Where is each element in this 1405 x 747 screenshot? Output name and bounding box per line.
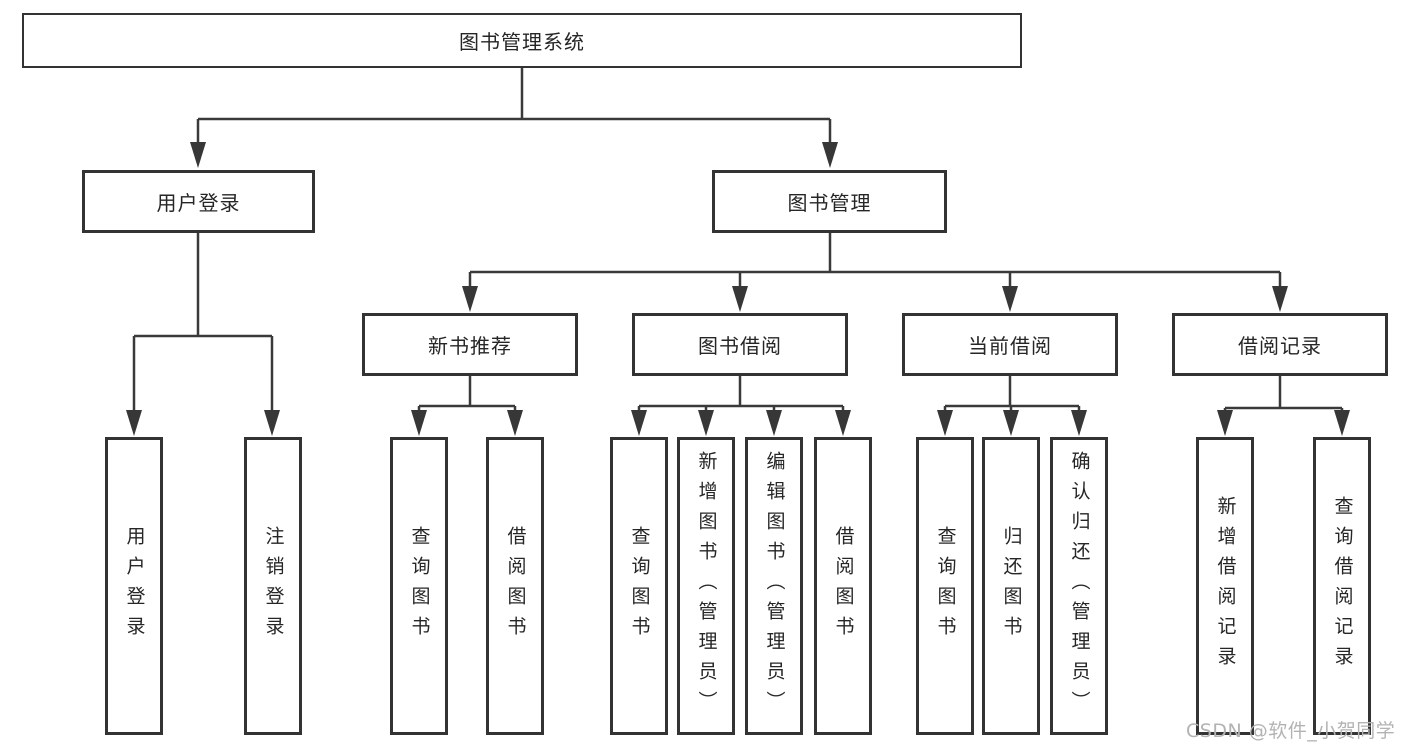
leaf-query-books-2: 查询图书 [610,437,668,735]
node-new-book-recommendation: 新书推荐 [362,313,578,376]
leaf-query-books-3: 查询图书 [916,437,974,735]
leaf-borrow-books-2: 借阅图书 [814,437,872,735]
arrowheads [126,142,1350,436]
leaf-borrow-books-1: 借阅图书 [486,437,544,735]
node-user-login: 用户登录 [82,170,315,233]
leaf-add-book-admin: 新增图书（管理员） [677,437,735,735]
node-current-borrowing: 当前借阅 [902,313,1118,376]
leaf-query-borrow-record: 查询借阅记录 [1313,437,1371,735]
leaf-edit-book-admin: 编辑图书（管理员） [745,437,803,735]
node-library-system: 图书管理系统 [22,13,1022,68]
leaf-return-books: 归还图书 [982,437,1040,735]
leaf-logout: 注销登录 [244,437,302,735]
node-book-management: 图书管理 [712,170,947,233]
leaf-query-books-1: 查询图书 [390,437,448,735]
node-book-borrowing: 图书借阅 [632,313,848,376]
csdn-watermark: CSDN @软件_小贺同学 [1186,720,1396,742]
leaf-user-login: 用户登录 [105,437,163,735]
node-borrowing-records: 借阅记录 [1172,313,1388,376]
leaf-add-borrow-record: 新增借阅记录 [1196,437,1254,735]
leaf-confirm-return-admin: 确认归还（管理员） [1050,437,1108,735]
